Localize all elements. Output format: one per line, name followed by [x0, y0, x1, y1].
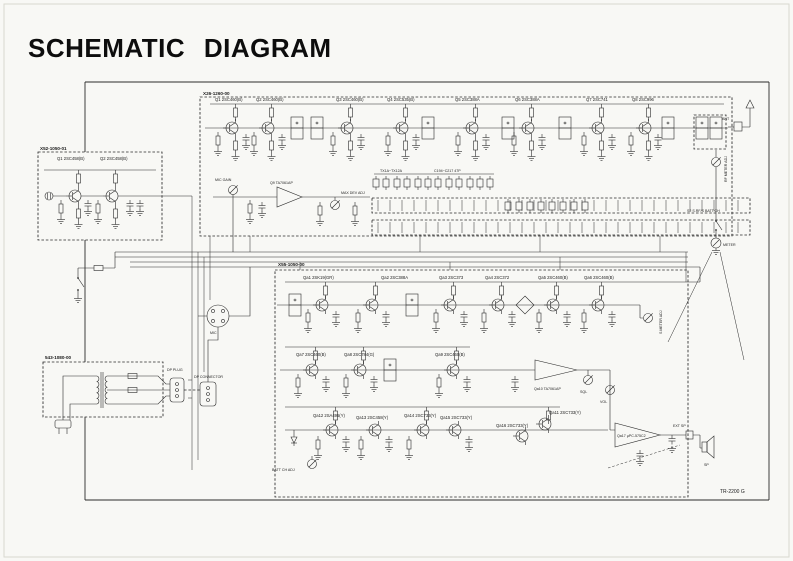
label-q4: Q4 2SC535(B): [387, 97, 415, 102]
batt-ch-adj-label: BATT CH ADJ: [272, 468, 295, 472]
label-qa16: Qa16 2SC733(Y): [496, 423, 529, 428]
label-mic-q2: Q2 2SC458(B): [100, 156, 128, 161]
tx-stage-components: [213, 103, 723, 161]
speaker-icon: [701, 435, 715, 459]
max-dev-adj-label: MAX DEV ADJ: [341, 191, 365, 195]
tx-modulator: MIC GAIN Q9 TA7061AP MAX DEV ADJ: [213, 178, 370, 252]
power-board: 543-1080-00 DP PLUG DP CONNECTOR: [42, 327, 223, 434]
af-amp-ic-triangle: [614, 422, 662, 448]
label-qa3: Qa3 2SC373: [439, 275, 464, 280]
if-amp-ic-label: Qa10 TA7061AP: [534, 387, 561, 391]
model-number: TR-2200 G: [720, 489, 745, 495]
ptt-switch: [73, 252, 116, 303]
label-q3: Q3 2SC460(B): [336, 97, 364, 102]
label-qa6: Qa6 2SC460(B): [584, 275, 614, 280]
ac-plug-icon: [54, 419, 72, 434]
transformer-icon: [96, 372, 108, 408]
page-frame: [3, 3, 790, 558]
mic-board-id: X52-1050-01: [40, 146, 67, 151]
label-qa7: Qa7 2SC460(B): [296, 352, 326, 357]
opamp-triangle: [276, 186, 303, 208]
label-qa13: Qa13 2SC458(Y): [356, 415, 389, 420]
crystal-bank: TX1A~TX12A C194~C217 47P: [372, 169, 589, 214]
label-q2: Q2 2SC460(B): [256, 97, 284, 102]
label-qa11: Qa11 2SC733(Y): [549, 410, 581, 415]
label-q1: Q1 2SC460(B): [215, 97, 243, 102]
crystal-filter-icon: [515, 295, 535, 315]
label-qa5: Qa5 2SC460(B): [538, 275, 568, 280]
meter-label: METER: [723, 243, 736, 247]
mic-connector-icon: [206, 304, 230, 328]
if-amp-ic-triangle: [534, 359, 578, 381]
label-mic-q1: Q1 2SC458(B): [57, 156, 85, 161]
label-qa8: Qa8 2SC784(G): [344, 352, 375, 357]
mic-amp-board: X52-1050-01 Q1 2SC458(B) Q2 2SC458(B): [37, 146, 163, 241]
tx-board-id: X26-1260-00: [203, 91, 230, 96]
ext-sp-label: EXT SP: [673, 424, 686, 428]
crystal-caps-label: C194~C217 47P: [434, 169, 461, 173]
label-q8: Q8 2SC996: [632, 97, 655, 102]
label-qa12: Qa12 2SA495(Y): [313, 413, 345, 418]
af-amp-ic-label: Qa17 µPC-575C2: [617, 434, 646, 438]
dp-connector-icon: [199, 381, 217, 407]
label-qa4: Qa4 2SC372: [485, 275, 510, 280]
label-q6: Q6 2SC388A: [515, 97, 540, 102]
antenna-icon: [742, 99, 755, 128]
antenna-output: ANT: [722, 99, 755, 132]
dp-plug-icon: [169, 377, 185, 403]
meter-icon: [710, 237, 722, 249]
ant-label: ANT: [722, 117, 730, 121]
label-qa2: Qa2 2SC388A: [381, 275, 408, 280]
dp-connector-label: DP CONNECTOR: [194, 375, 223, 379]
meter-switch-label: S2 S.RF/S BATT.CH: [687, 209, 720, 213]
ext-sp-jack: [685, 430, 694, 440]
antenna-jack: [733, 121, 743, 132]
label-qa9: Qa9 2SC460(B): [435, 352, 465, 357]
mic-connector: MIC: [198, 267, 251, 335]
page-title: SCHEMATIC DIAGRAM: [28, 33, 332, 63]
rx-board: X55-1050-00 Qa1 2SK19(GR) Qa2 2SC388A Qa…: [272, 262, 701, 498]
meter-section: S2 S.RF/S BATT.CH METER RF METER ADJ: [687, 150, 736, 255]
mic-gain-label: MIC GAIN: [215, 178, 232, 182]
speaker-label: SP: [704, 463, 709, 467]
rf-meter-adj-label: RF METER ADJ: [724, 156, 728, 182]
interconnects: [73, 195, 745, 470]
rx-board-id: X55-1050-00: [278, 262, 305, 267]
rx-row1-components: [288, 281, 617, 333]
microphone-icon: [44, 191, 54, 201]
vol-label: VOL: [600, 400, 607, 404]
label-q7: Q7 2SC741: [586, 97, 609, 102]
dp-plug-label: DP PLUG: [167, 368, 183, 372]
power-board-id: 543-1080-00: [45, 355, 71, 360]
mod-ic-label: Q9 TA7061AP: [270, 181, 293, 185]
tx-crystals-label: TX1A~TX12A: [380, 169, 403, 173]
label-q5: Q5 2SC388A: [455, 97, 480, 102]
label-qa15: Qa15 2SC733(Y): [440, 415, 473, 420]
sql-label: SQL: [580, 390, 587, 394]
label-qa14: Qa14 2SC733(Y): [404, 413, 437, 418]
mic-connector-label: MIC: [210, 331, 217, 335]
s-meter-adj-label: S METER ADJ: [659, 310, 663, 334]
channel-switch: [371, 197, 751, 236]
label-qa1: Qa1 2SK19(GR): [303, 275, 334, 280]
audio-section: Qa17 µPC-575C2 EXT SP SP: [610, 422, 715, 467]
tx-board: X26-1260-00 Q1 2SC460(B) Q2 2SC460(B) Q3…: [199, 91, 755, 252]
rx-row2-components: [293, 346, 520, 398]
